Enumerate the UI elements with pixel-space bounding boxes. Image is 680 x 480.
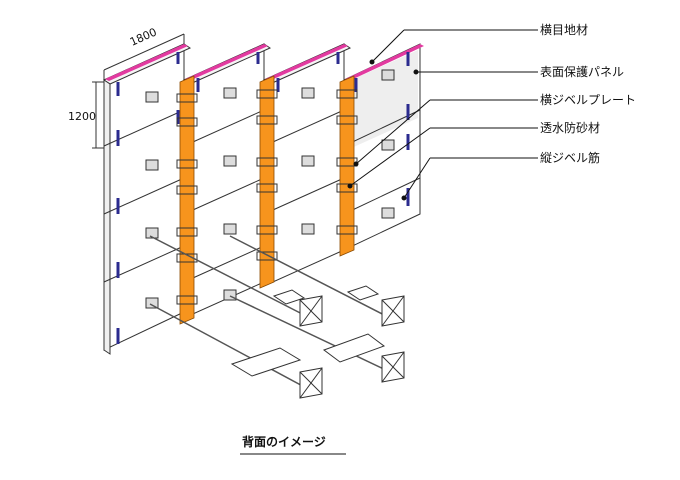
caption: 背面のイメージ <box>242 434 326 449</box>
panel-column-1 <box>102 43 192 355</box>
label-surface-panel: 表面保護パネル <box>540 64 624 79</box>
label-sand-prevention: 透水防砂材 <box>540 120 600 135</box>
panel-column-4 <box>343 43 424 251</box>
ground-slabs <box>230 285 386 377</box>
callout-leaders <box>347 29 538 201</box>
label-horizontal-joint: 横目地材 <box>540 23 588 37</box>
dimension-height-label: 1200 <box>68 110 96 123</box>
anchor-plates <box>299 295 405 399</box>
label-vertical-dowel-bar: 縦ジベル筋 <box>540 150 600 165</box>
tie-rods <box>149 235 391 391</box>
dimension-width-label: 1800 <box>128 25 159 48</box>
panel-wall <box>102 43 424 399</box>
dimension-1800 <box>103 33 185 80</box>
surface-panel-highlight <box>347 50 418 150</box>
dimension-1200 <box>92 81 104 149</box>
label-horizontal-dowel-plate: 横ジベルプレート <box>540 93 636 107</box>
panel-windows <box>145 69 395 309</box>
horizontal-joint-strip <box>105 44 188 81</box>
